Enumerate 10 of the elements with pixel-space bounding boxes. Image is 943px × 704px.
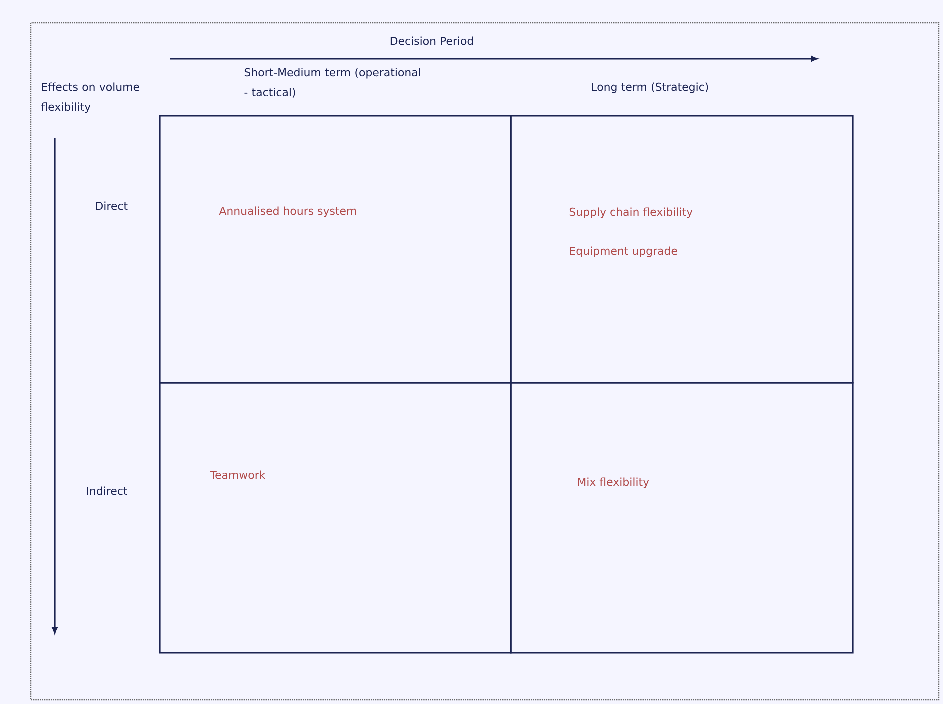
row-label: Direct xyxy=(96,202,128,210)
axis-label: Long term (Strategic) xyxy=(592,82,708,94)
axis-title: Decision Period xyxy=(390,36,474,46)
grid-cell: Mix flexibility xyxy=(510,382,854,654)
axis-label: Effects on volume flexibility xyxy=(41,82,140,114)
grid-cell: Teamwork xyxy=(159,382,512,654)
grid-cell: Supply chain flexibility Equipment upgrade xyxy=(510,115,854,384)
grid-cell: Annualised hours system xyxy=(159,115,512,384)
axis-label: Short-Medium term (operational - tactical) xyxy=(244,68,420,98)
row-label: Indirect xyxy=(87,486,128,496)
